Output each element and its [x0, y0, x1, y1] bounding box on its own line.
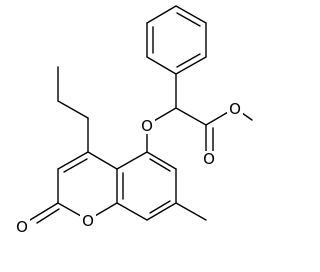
bond	[146, 202, 177, 221]
bond	[116, 151, 148, 170]
ester-carbonyl-oxygen-label: O	[203, 150, 215, 168]
bond-double-inner	[176, 12, 201, 27]
bond	[146, 56, 177, 75]
molecule-canvas: O O O O O	[14, 5, 253, 236]
bond	[146, 151, 177, 170]
structure-drawing: O O O O O	[14, 5, 253, 236]
propyl-chain	[57, 66, 89, 153]
bond	[57, 151, 89, 170]
bond-double-inner	[63, 158, 88, 173]
bond	[175, 5, 207, 24]
bond	[29, 202, 59, 221]
benzo-ring	[116, 151, 207, 221]
bond	[87, 151, 118, 170]
bond-double-inner	[149, 158, 171, 172]
bond	[175, 56, 207, 75]
pyranone-ring	[29, 151, 118, 224]
ester-oxygen-label: O	[229, 100, 241, 118]
bond-double-inner	[149, 200, 171, 214]
bond-double-inner	[176, 53, 201, 68]
lactone-carbonyl-oxygen-label: O	[16, 218, 28, 236]
bond	[146, 5, 177, 24]
phenyl-ring	[146, 5, 207, 75]
bond	[175, 107, 207, 126]
bond	[57, 100, 89, 119]
atom-labels: O O O O O	[14, 100, 243, 236]
ether-oxygen-label: O	[141, 117, 153, 135]
bond	[175, 202, 207, 221]
bond	[116, 202, 148, 221]
bond	[36, 208, 60, 224]
ring-oxygen-label: O	[82, 212, 94, 230]
